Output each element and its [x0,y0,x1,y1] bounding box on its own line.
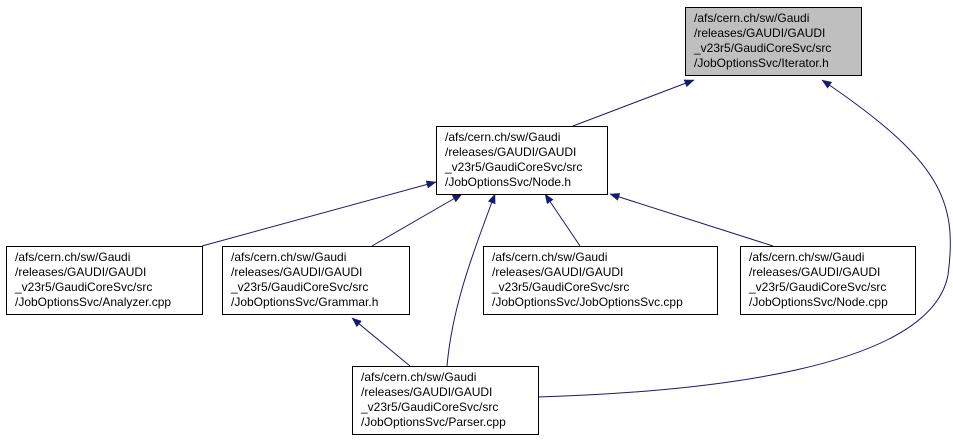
node-iterator-h: /afs/cern.ch/sw/Gaudi /releases/GAUDI/GA… [685,7,862,76]
node-line: _v23r5/GaudiCoreSvc/src [445,160,583,174]
node-line: /releases/GAUDI/GAUDI [749,265,881,279]
edge-analyzer-to-node-h [201,180,437,247]
node-line: _v23r5/GaudiCoreSvc/src [231,280,369,294]
node-analyzer-cpp[interactable]: /afs/cern.ch/sw/Gaudi /releases/GAUDI/GA… [6,246,203,315]
node-line: /afs/cern.ch/sw/Gaudi [231,250,347,264]
edge-node-cpp-to-node-h [609,193,774,247]
node-line: /afs/cern.ch/sw/Gaudi [361,370,477,384]
node-joboptionssvc-cpp[interactable]: /afs/cern.ch/sw/Gaudi /releases/GAUDI/GA… [483,246,718,315]
node-line: /JobOptionsSvc/Node.h [445,175,572,189]
node-line: /JobOptionsSvc/JobOptionsSvc.cpp [492,295,683,309]
node-line: /afs/cern.ch/sw/Gaudi [492,250,608,264]
node-line: /releases/GAUDI/GAUDI [694,26,826,40]
node-parser-cpp[interactable]: /afs/cern.ch/sw/Gaudi /releases/GAUDI/GA… [352,366,539,435]
node-node-cpp[interactable]: /afs/cern.ch/sw/Gaudi /releases/GAUDI/GA… [740,246,916,315]
node-line: /releases/GAUDI/GAUDI [231,265,363,279]
node-line: /JobOptionsSvc/Iterator.h [694,56,829,70]
node-node-h[interactable]: /afs/cern.ch/sw/Gaudi /releases/GAUDI/GA… [436,126,608,195]
node-line: /JobOptionsSvc/Node.cpp [749,295,888,309]
edges [201,79,951,398]
edge-joboptionssvc-to-node-h [544,193,581,247]
node-line: _v23r5/GaudiCoreSvc/src [694,41,832,55]
node-line: /JobOptionsSvc/Analyzer.cpp [15,295,172,309]
edge-grammar-to-node-h [371,193,463,247]
node-line: _v23r5/GaudiCoreSvc/src [749,280,887,294]
node-grammar-h[interactable]: /afs/cern.ch/sw/Gaudi /releases/GAUDI/GA… [222,246,410,315]
node-line: /afs/cern.ch/sw/Gaudi [694,11,810,25]
node-line: /JobOptionsSvc/Parser.cpp [361,415,506,429]
node-line: /releases/GAUDI/GAUDI [361,385,493,399]
node-line: _v23r5/GaudiCoreSvc/src [492,280,630,294]
edge-parser-to-node-h [446,193,496,367]
edge-node-h-to-iterator [572,79,695,127]
node-line: /afs/cern.ch/sw/Gaudi [749,250,865,264]
node-line: /JobOptionsSvc/Grammar.h [231,295,379,309]
node-line: /releases/GAUDI/GAUDI [445,145,577,159]
node-line: _v23r5/GaudiCoreSvc/src [15,280,153,294]
node-line: _v23r5/GaudiCoreSvc/src [361,400,499,414]
node-line: /afs/cern.ch/sw/Gaudi [15,250,131,264]
node-line: /afs/cern.ch/sw/Gaudi [445,130,561,144]
node-line: /releases/GAUDI/GAUDI [492,265,624,279]
node-line: /releases/GAUDI/GAUDI [15,265,147,279]
edge-parser-to-grammar [351,317,411,367]
edge-parser-to-iterator [537,79,951,398]
